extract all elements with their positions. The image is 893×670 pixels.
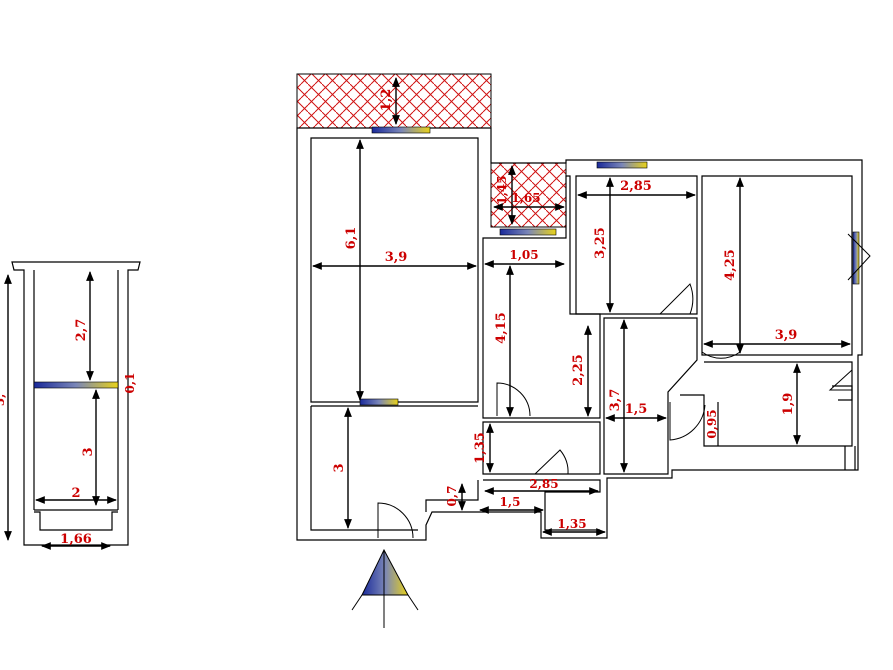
dim-2-25: 2,25 bbox=[571, 354, 586, 386]
dim-3-7: 3,7 bbox=[608, 389, 623, 412]
door-entrance bbox=[377, 502, 414, 539]
doors bbox=[377, 233, 871, 539]
left-plan-walls bbox=[11, 261, 141, 546]
window-top bbox=[371, 126, 431, 134]
balcony-small bbox=[490, 162, 567, 228]
dim-2-85-bottom: 2,85 bbox=[529, 477, 558, 491]
door-hall bbox=[669, 402, 706, 441]
left-window bbox=[33, 381, 119, 389]
left-dim-0-1: 0,1 bbox=[123, 373, 137, 394]
left-dim-1-66: 1,66 bbox=[60, 532, 92, 547]
dim-0-95: 0,95 bbox=[705, 409, 719, 438]
north-arrow-icon bbox=[351, 548, 419, 628]
balcony-top bbox=[296, 73, 492, 129]
dim-1-35-bottom: 1,35 bbox=[557, 517, 586, 531]
door-right-window bbox=[847, 233, 871, 281]
dim-1-35-left: 1,35 bbox=[473, 432, 488, 464]
door-room-b bbox=[701, 320, 741, 359]
left-dim-2: 2 bbox=[71, 486, 80, 501]
dim-6-1: 6,1 bbox=[344, 227, 359, 250]
dim-3-25: 3,25 bbox=[593, 227, 608, 259]
door-kitchen bbox=[534, 449, 569, 475]
dim-1-5-bottom: 1,5 bbox=[500, 495, 521, 509]
dim-2-85-top: 2,85 bbox=[620, 179, 652, 194]
left-dim-3: 3 bbox=[81, 447, 96, 456]
main-walls bbox=[296, 127, 863, 541]
left-plan: 2,7 3 2 1,66 0,1 5, bbox=[0, 261, 141, 550]
dim-3-bottom: 3 bbox=[332, 463, 347, 472]
dim-1-9: 1,9 bbox=[781, 393, 796, 416]
window-mid-left bbox=[359, 398, 399, 406]
dim-1-45: 1,45 bbox=[495, 175, 509, 204]
left-dim-edge-partial: 5, bbox=[0, 394, 7, 407]
left-dim-2-7: 2,7 bbox=[74, 319, 89, 342]
dim-1-05: 1,05 bbox=[509, 248, 538, 262]
door-bath bbox=[496, 382, 531, 417]
dim-1-65: 1,65 bbox=[511, 191, 540, 205]
dim-3-9: 3,9 bbox=[385, 250, 408, 265]
main-plan: 1,2 6,1 3,9 1,45 1,65 1,05 4,15 2,25 3,2… bbox=[296, 73, 871, 541]
dim-4-15: 4,15 bbox=[494, 312, 509, 344]
window-right bbox=[852, 231, 860, 285]
dim-4-25: 4,25 bbox=[723, 249, 738, 281]
dim-0-7: 0,7 bbox=[445, 486, 459, 507]
window-small-balcony bbox=[499, 228, 557, 236]
door-right-room bbox=[828, 369, 853, 391]
door-room-a bbox=[659, 283, 694, 315]
dim-3-9-right: 3,9 bbox=[775, 328, 798, 343]
dim-1-5-mid: 1,5 bbox=[625, 402, 648, 417]
dim-1-2: 1,2 bbox=[379, 89, 394, 112]
window-top-right bbox=[596, 161, 648, 169]
